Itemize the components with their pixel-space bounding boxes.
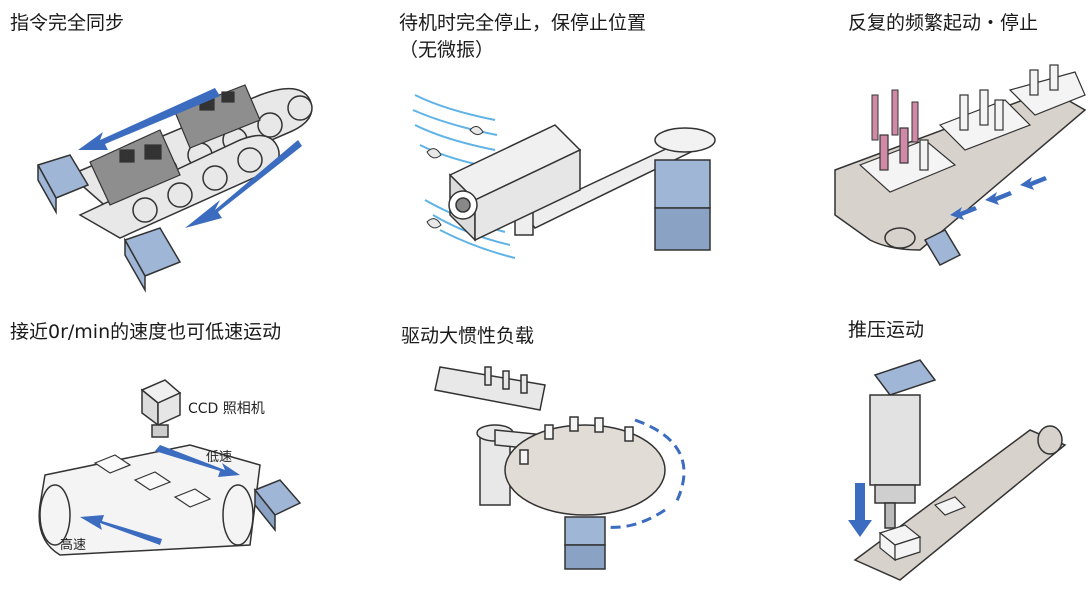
sync-conveyor-illustration [36,84,313,293]
workpiece [878,496,967,562]
pipette [871,89,919,143]
panel-title: 待机时完全停止，保停止位置 （无微振） [399,10,646,64]
panel-large-inertia: 驱动大惯性负载 [385,305,745,589]
direction-arrow-icon [78,88,302,228]
motor [654,159,711,251]
press-actuator [869,359,937,529]
high-speed-label: 高速 [60,537,86,553]
press-actuator-illustration [848,359,1067,581]
panel-sync: 指令完全同步 [0,0,360,295]
panel-title: 接近0r/min的速度也可低速运动 [10,321,282,343]
panel-standstill: 待机时完全停止，保停止位置 （无微振） [385,0,745,295]
panel-title: 指令完全同步 [10,12,125,34]
ccd-camera [140,379,182,438]
camera-conveyor-illustration: CCD 照相机 低速 高速 [38,379,302,556]
chain-rail-front [78,134,280,239]
motor [564,516,606,570]
camera-arm-illustration [412,94,716,259]
direction-arrow-icon [80,445,240,545]
pcb-board [89,84,261,206]
camera-label: CCD 照相机 [188,401,265,417]
panel-title-line-1: 待机时完全停止，保停止位置 [399,12,647,34]
panel-title: 反复的频繁起动・停止 [848,12,1039,34]
motor [253,479,302,533]
motor [36,154,182,293]
panel-title: 推压运动 [848,319,925,341]
rotary-table-illustration [434,366,686,570]
panel-title-line-2: （无微振） [399,39,495,61]
rotary-table [504,416,666,516]
vial-rack [858,64,1086,193]
motor [923,229,962,266]
panel-low-speed: 接近0r/min的速度也可低速运动 CCD 照相机 低速 高速 [0,305,360,589]
conveyor-belt [834,89,1087,251]
direction-arrow-icon [848,483,872,537]
rotation-arrow-icon [604,418,686,529]
product-block [93,454,212,508]
leaf-icon [426,126,484,229]
direction-arrow-icon [950,176,1047,220]
conveyor-belt [38,444,261,556]
panel-start-stop: 反复的频繁起动・停止 [830,0,1091,295]
low-speed-label: 低速 [206,450,232,465]
panel-press: 推压运动 [830,305,1091,589]
panel-title: 驱动大惯性负载 [401,325,535,347]
vial-conveyor-illustration [834,64,1087,266]
camera [448,124,582,242]
feeder-conveyor [434,366,546,411]
